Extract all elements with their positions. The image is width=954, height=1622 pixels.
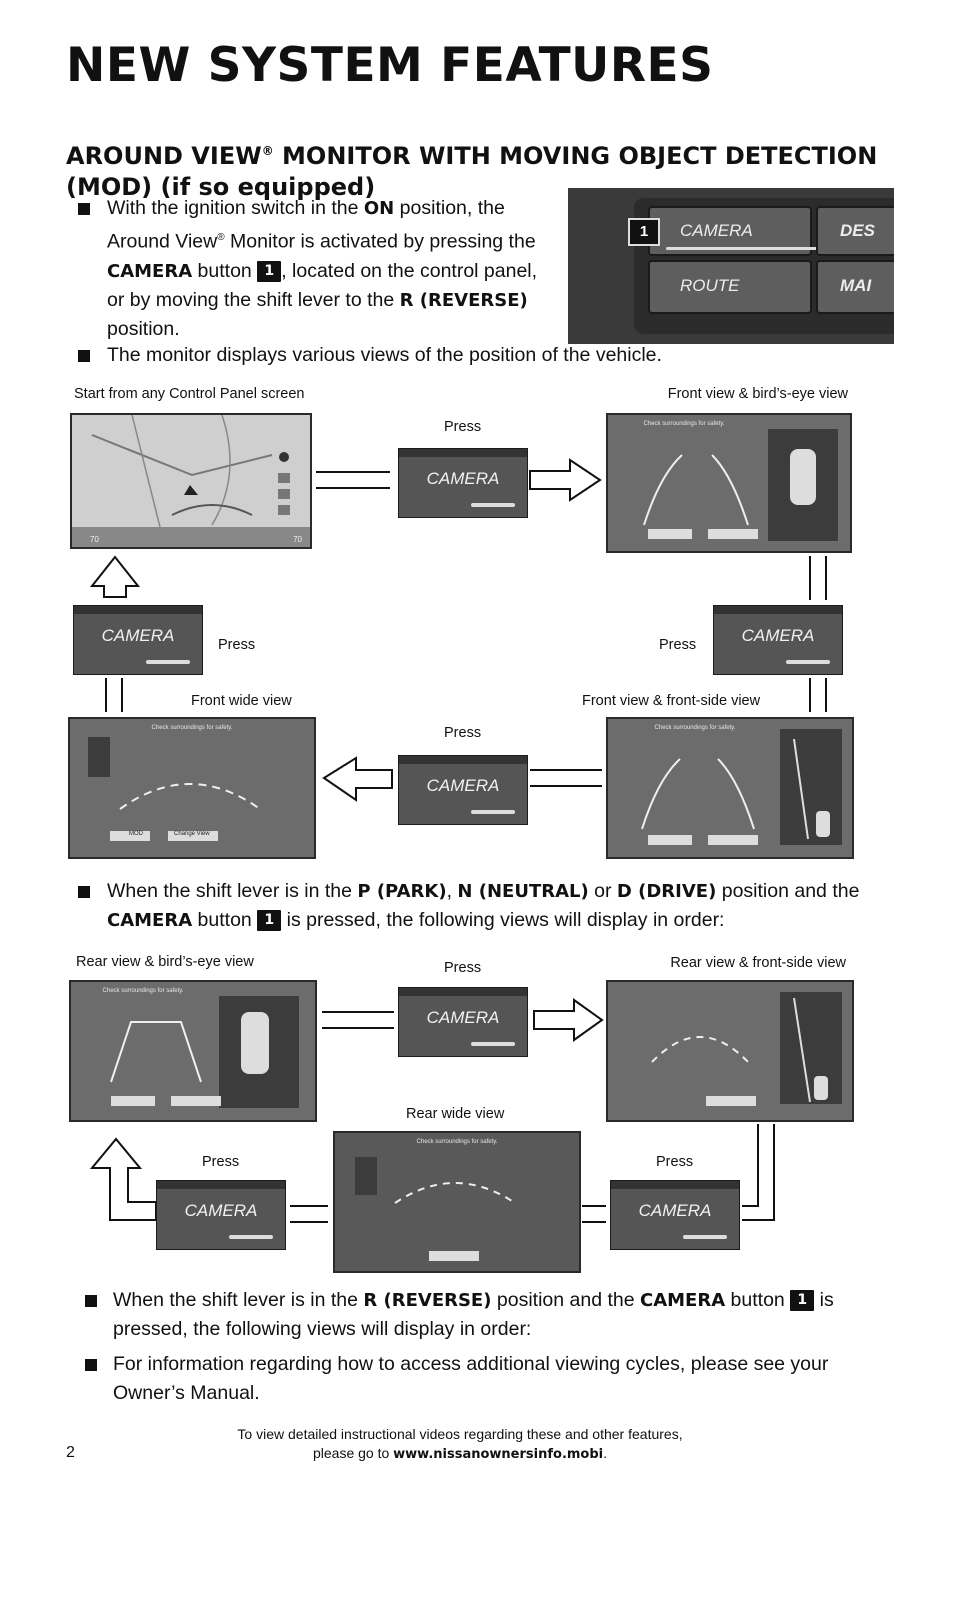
control-panel-photo: CAMERA DES ROUTE MAI 1 [568,188,894,344]
park-paragraph: When the shift lever is in the P (PARK),… [107,877,887,935]
rear-wide-label: Rear wide view [406,1106,504,1122]
flow-arrow [318,752,608,812]
front-birds-eye-label: Front view & bird’s-eye view [668,386,848,402]
bullet-marker [78,350,90,362]
reverse-paragraph: When the shift lever is in the R (REVERS… [113,1286,853,1344]
front-side-label: Front view & front-side view [582,693,760,709]
rear-birds-eye-label: Rear view & bird’s-eye view [76,954,254,970]
rear-side-screen [606,980,854,1122]
rear-wide-screen: Check surroundings for safety. [333,1131,581,1273]
rear-side-label: Rear view & front-side view [670,955,846,971]
panel-dest-button[interactable]: DES [816,206,894,256]
bullet-marker [78,203,90,215]
camera-button[interactable]: CAMERA [156,1180,286,1250]
callout-badge: 1 [257,261,281,282]
panel-route-button[interactable]: ROUTE [648,260,812,314]
camera-button[interactable]: CAMERA [713,605,843,675]
page-number: 2 [66,1444,75,1462]
press-label: Press [656,1154,693,1170]
callout-badge: 1 [257,910,281,931]
footer-link[interactable]: www.nissanownersinfo.mobi [393,1447,603,1462]
flow-arrow [88,554,144,600]
footer-note: To view detailed instructional videos re… [150,1425,770,1464]
camera-button[interactable]: CAMERA [73,605,203,675]
press-label: Press [444,419,481,435]
press-label: Press [444,960,481,976]
flow-arrow [88,1136,158,1226]
camera-button[interactable]: CAMERA [398,448,528,518]
press-label: Press [202,1154,239,1170]
press-label: Press [218,637,255,653]
intro-paragraph: With the ignition switch in the ON posit… [107,194,539,344]
panel-map-button[interactable]: MAI [816,260,894,314]
front-wide-label: Front wide view [191,693,292,709]
bullet-marker [78,886,90,898]
map-screen: 70 70 [70,413,312,549]
panel-camera-button[interactable]: CAMERA [648,206,812,256]
bullet-marker [85,1359,97,1371]
page-title: NEW SYSTEM FEATURES [66,38,714,93]
press-label: Press [444,725,481,741]
callout-badge: 1 [790,1290,814,1311]
views-paragraph: The monitor displays various views of th… [107,341,662,370]
press-label: Press [659,637,696,653]
camera-button[interactable]: CAMERA [610,1180,740,1250]
bullet-marker [85,1295,97,1307]
manual-paragraph: For information regarding how to access … [113,1350,853,1408]
front-wide-screen: Check surroundings for safety. MOD Chang… [68,717,316,859]
front-side-screen: Check surroundings for safety. [606,717,854,859]
callout-badge: 1 [628,218,660,246]
rear-birds-eye-screen: Check surroundings for safety. [69,980,317,1122]
front-birds-eye-screen: Check surroundings for safety. [606,413,852,553]
start-label: Start from any Control Panel screen [74,386,305,402]
camera-button[interactable]: CAMERA [398,987,528,1057]
